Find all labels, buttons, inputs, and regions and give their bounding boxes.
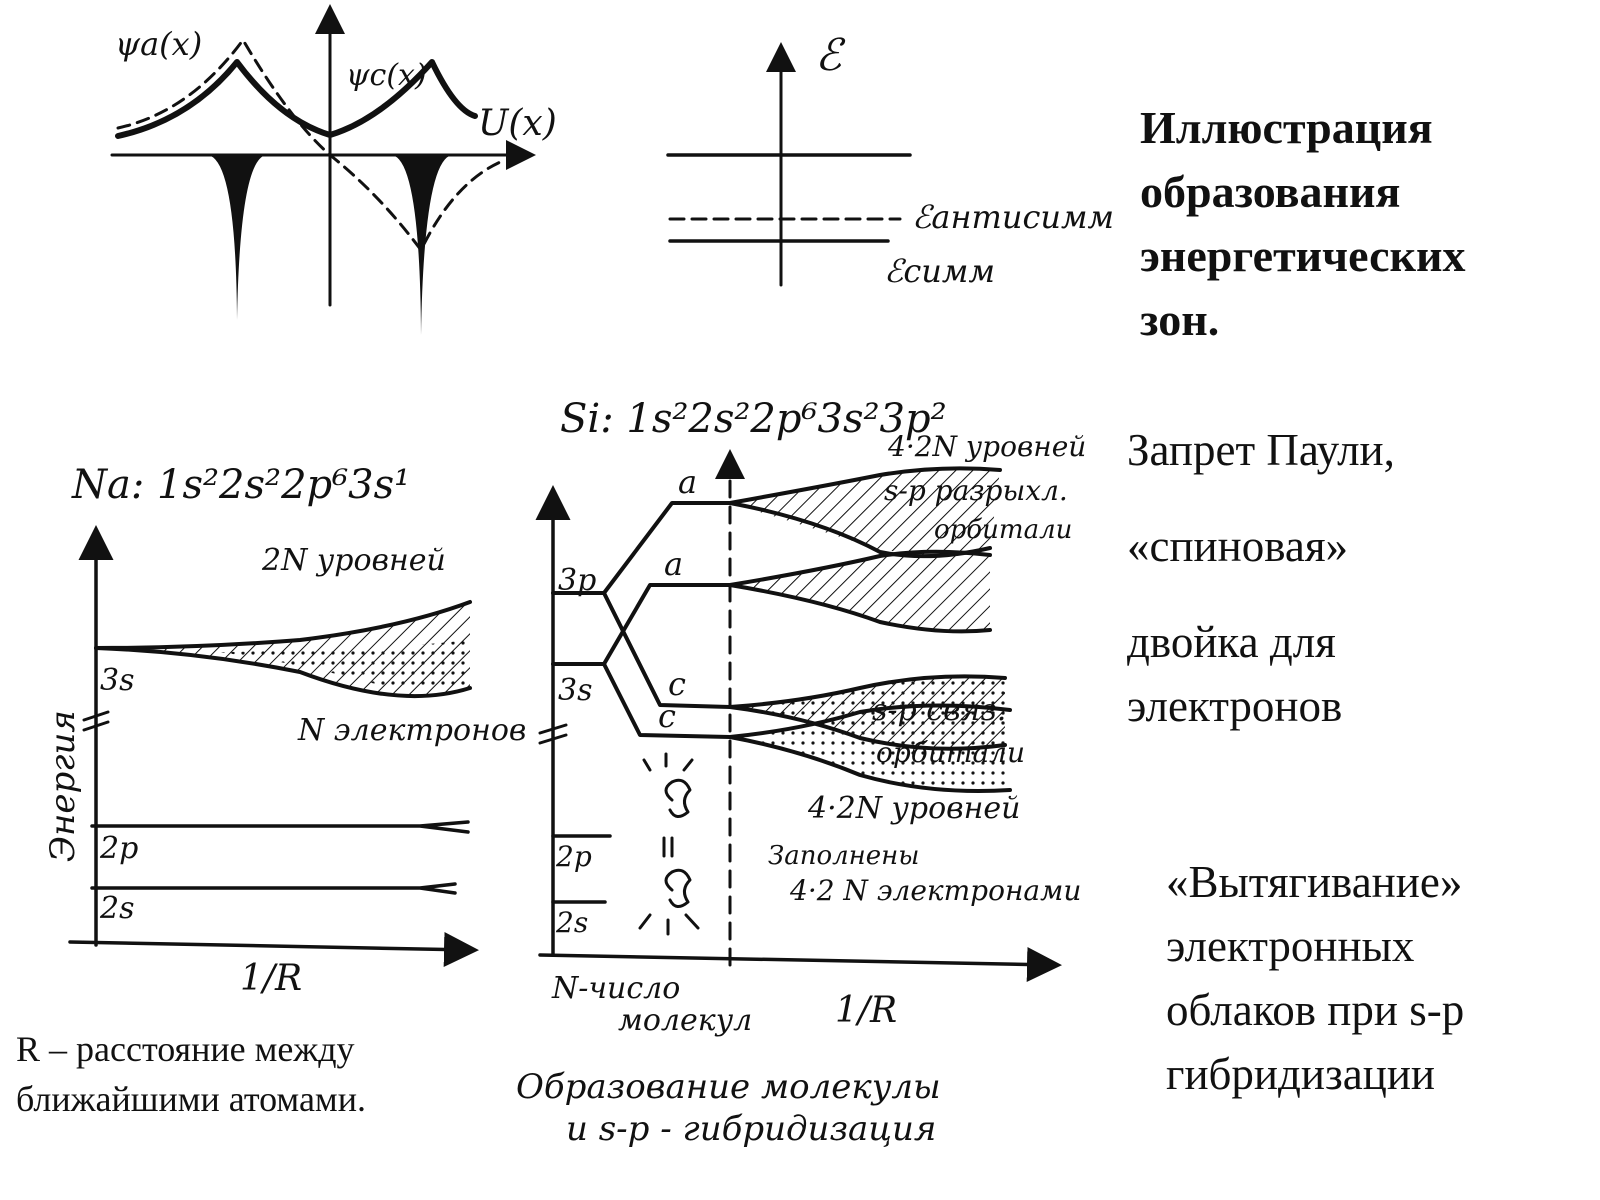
filled-label-2: 4·2 N электронами (789, 874, 1081, 907)
pauli-line: Запрет Паули, (1127, 425, 1395, 475)
si-3s-branch-c (602, 662, 732, 739)
branch-a-1: a (678, 463, 697, 501)
psi-a-label: ψa(x) (115, 25, 202, 63)
energy-axis-label: ℰ (815, 30, 846, 81)
axis-break-mark (82, 720, 110, 732)
na-x-axis (68, 931, 479, 967)
si-3p-branch-a (551, 501, 732, 595)
na-3s-upper-edge (94, 600, 472, 650)
na-levels-label: 2N уровней (261, 543, 446, 578)
na-3s-lower-edge (94, 646, 472, 699)
axis-break-mark (538, 723, 568, 735)
na-2p-level (90, 820, 470, 834)
antibond-label-2: орбитали (934, 515, 1072, 545)
na-x-axis-label: 1/R (240, 958, 302, 999)
na-band-diagram: Na: 1s²2s²2p⁶3s¹ 2N уровней N электронов… (43, 462, 526, 999)
na-3s-label: 3s (100, 663, 134, 698)
r-note-line: R – расстояние между (16, 1029, 355, 1069)
stretch-line: «Вытягивание» (1166, 857, 1463, 907)
psi-symmetric-curve (115, 59, 478, 139)
na-electrons-label: N электронов (297, 713, 526, 748)
title-line: образования (1140, 166, 1401, 217)
pauli-line: «спиновая» (1127, 521, 1349, 571)
si-2p-label: 2p (555, 840, 592, 873)
r-note-line: ближайшими атомами. (16, 1079, 366, 1119)
title-line: Иллюстрация (1140, 102, 1433, 153)
pauli-line: двойка для электронов (1127, 617, 1343, 731)
si-band-diagram: Si: 1s²2s²2p⁶3s²3p² 4·2N уровней (516, 396, 1086, 1149)
cloud-stroke (664, 778, 692, 818)
pauli-note: Запрет Паули, «спиновая» двойка для элек… (1127, 418, 1587, 770)
title-line: энергетических (1140, 230, 1466, 281)
na-2s-label: 2s (99, 891, 134, 926)
title-line: зон. (1140, 294, 1220, 345)
si-top-levels-label: 4·2N уровней (887, 430, 1086, 463)
si-antibond-band-lower (730, 551, 990, 632)
si-3p-label: 3p (558, 563, 596, 598)
antibond-label-1: s-p разрыхл. (884, 474, 1068, 507)
si-3p-branch-c (602, 591, 732, 709)
band-edge (728, 735, 1012, 793)
band-edge (728, 466, 1002, 505)
n-label-1: N-число (551, 971, 680, 1006)
antisym-label: ℰантисимм (912, 198, 1114, 236)
si-x-axis (538, 946, 1062, 982)
electron-cloud-sketch (638, 752, 700, 936)
si-3s-label: 3s (558, 673, 592, 708)
r-definition-note: R – расстояние между ближайшими атомами. (16, 1024, 496, 1124)
na-3s-filled (220, 640, 470, 690)
band-edge (728, 549, 992, 587)
band-edge (728, 583, 992, 634)
filled-label-1: Заполнены (768, 841, 919, 871)
cloud-ray (682, 758, 694, 772)
page-title: Иллюстрация образования энергетических з… (1140, 96, 1580, 352)
band-edge (728, 674, 1007, 709)
stretch-note: «Вытягивание» электронных облаков при s-… (1166, 850, 1586, 1106)
cloud-ray (684, 913, 700, 930)
si-antibond-band-upper (730, 468, 1000, 553)
si-formula: Si: 1s²2s²2p⁶3s²3p² (560, 396, 947, 442)
axis-break-mark (82, 710, 110, 722)
si-low-levels-label: 4·2N уровней (807, 791, 1020, 826)
si-caption-2: и s-p - гибридизация (566, 1109, 936, 1149)
branch-c-1: c (668, 665, 686, 703)
cloud-ray (638, 913, 652, 930)
branch-a-2: a (664, 545, 683, 583)
n-label-2: молекул (618, 1003, 752, 1038)
cloud-ray (642, 758, 652, 772)
potential-label: U(x) (478, 103, 557, 144)
si-caption-1: Образование молекулы (516, 1067, 941, 1107)
psi-c-label: ψc(x) (346, 58, 427, 93)
bond-label-1: s-p связ. (872, 693, 1006, 728)
sym-label: ℰсимм (884, 252, 995, 290)
axis-break-mark (538, 733, 568, 745)
stretch-line: облаков при s-p (1166, 985, 1465, 1035)
cloud-stroke (664, 868, 692, 908)
na-2p-label: 2p (99, 831, 138, 866)
bond-label-2: орбитали (876, 736, 1025, 769)
energy-level-diagram: ℰ ℰантисимм ℰсимм (666, 30, 1114, 290)
potential-well-right (392, 155, 452, 335)
band-edge (728, 703, 1012, 739)
si-2s-label: 2s (555, 906, 588, 939)
si-x-axis-label: 1/R (835, 990, 897, 1031)
branch-c-2: c (658, 697, 676, 735)
wave-function-diagram: ψa(x) ψc(x) U(x) (110, 4, 557, 335)
si-3s-branch-a (551, 583, 732, 666)
stretch-line: электронных (1166, 921, 1415, 971)
stretch-line: гибридизации (1166, 1049, 1435, 1099)
psi-antisymmetric-curve (116, 38, 507, 252)
potential-well-left (208, 155, 266, 320)
na-y-axis-label: Энергия (43, 710, 83, 862)
na-formula: Na: 1s²2s²2p⁶3s¹ (71, 462, 410, 508)
na-2s-level (90, 882, 457, 895)
